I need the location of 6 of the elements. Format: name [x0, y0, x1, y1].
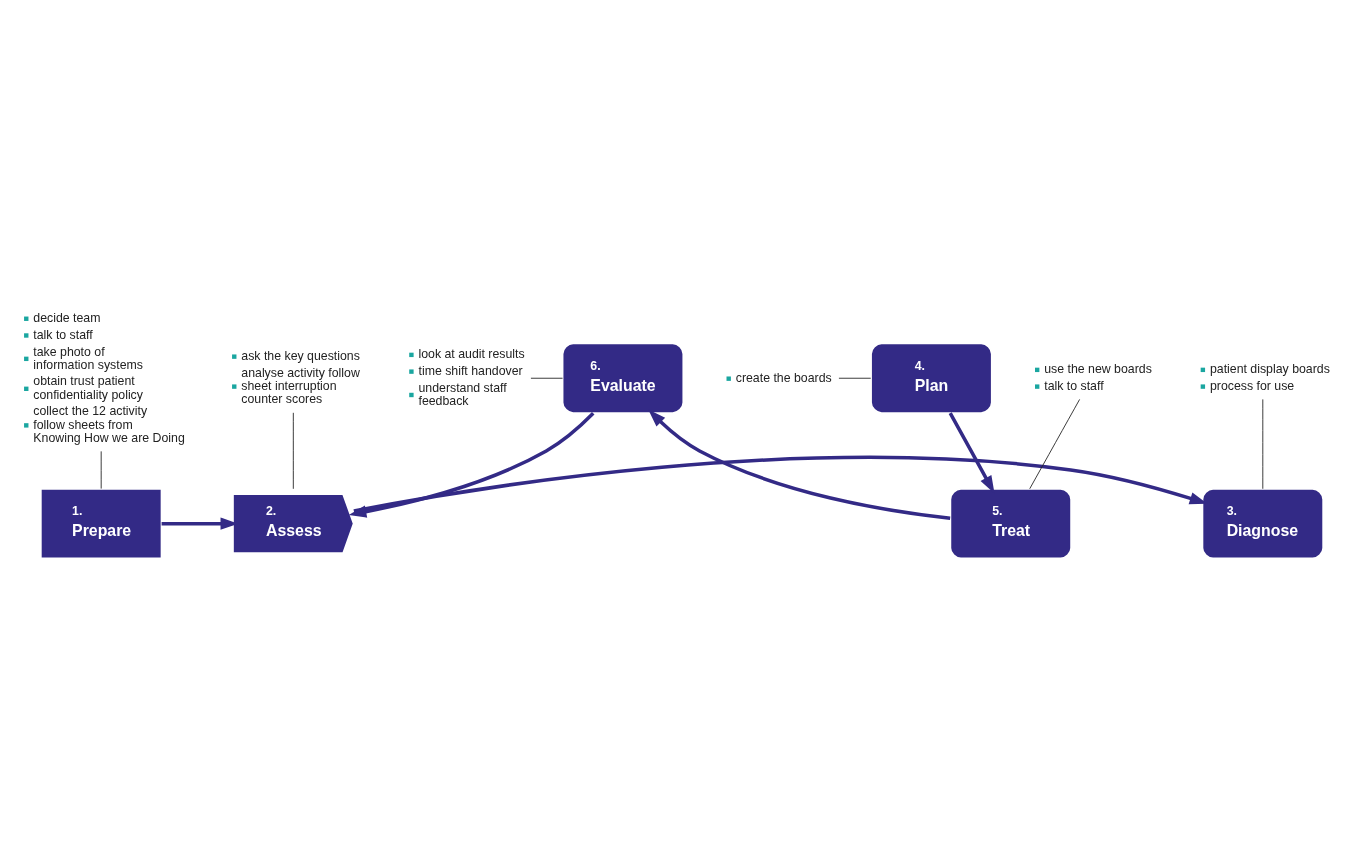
node-label: create the boards — [735, 370, 832, 385]
node-text: ask the key questions analyse activity follow sheet interruption counter scores — [241, 348, 360, 407]
node-text: patient display boards process for use — [1209, 362, 1330, 393]
node-text: use the new boards talk to staff — [1044, 362, 1152, 393]
node-text: decide team talk to staff take photo of information systems obtain trust patient confidentiality policy collect the 12 activity follow sheets from Knowing How we are Doing — [33, 311, 185, 445]
node-text: look at audit results time shift handover understand staff feedback — [418, 347, 525, 408]
